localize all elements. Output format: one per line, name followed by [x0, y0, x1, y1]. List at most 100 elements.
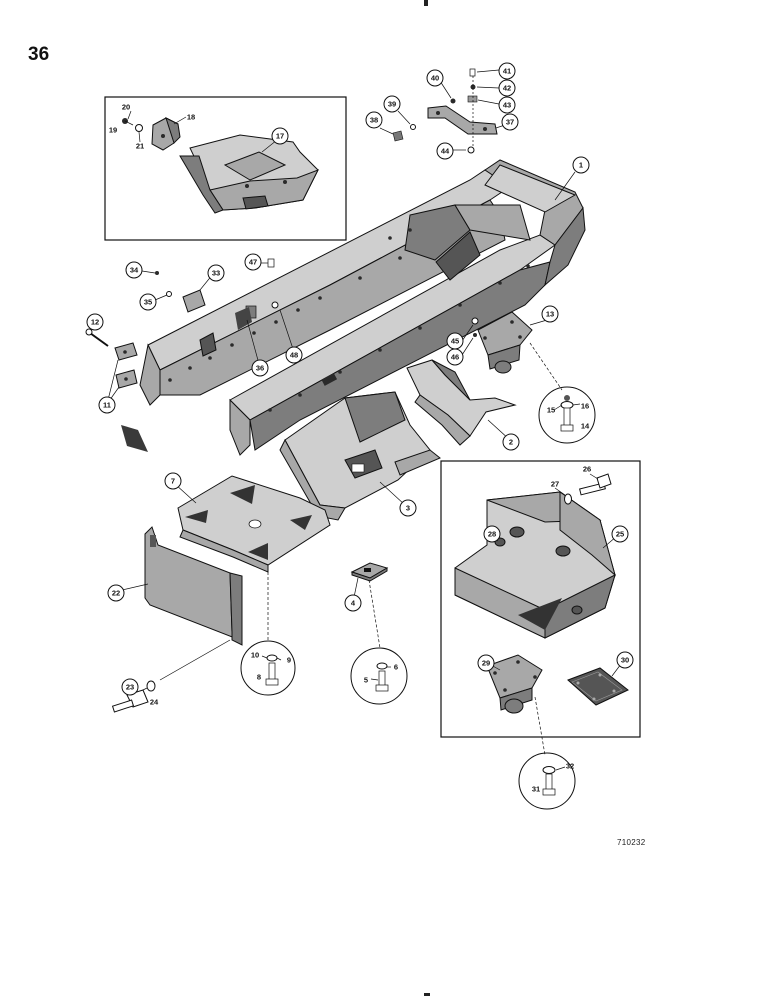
plate-part-4 [350, 562, 389, 582]
label-6: 6 [394, 663, 398, 672]
callout-25: 25 [611, 525, 629, 543]
detail-circle-31-32 [518, 752, 576, 810]
svg-text:4: 4 [351, 599, 356, 608]
callout-17: 17 [271, 127, 289, 145]
callout-1: 1 [572, 156, 590, 174]
svg-text:39: 39 [388, 100, 396, 109]
svg-text:28: 28 [488, 530, 496, 539]
label-9: 9 [287, 656, 291, 665]
svg-text:12: 12 [91, 318, 99, 327]
callout-42: 42 [498, 79, 516, 97]
svg-text:1: 1 [579, 161, 583, 170]
callout-2: 2 [502, 433, 520, 451]
svg-text:34: 34 [130, 266, 139, 275]
label-8: 8 [257, 673, 261, 682]
svg-text:3: 3 [406, 504, 410, 513]
svg-text:43: 43 [503, 101, 511, 110]
plate-part-30 [567, 667, 629, 706]
label-31: 31 [532, 785, 540, 794]
mount-part-29 [486, 654, 543, 714]
bracket-part-37 [427, 105, 498, 135]
svg-text:47: 47 [249, 258, 257, 267]
guard-part-22 [144, 526, 243, 646]
svg-text:36: 36 [256, 364, 264, 373]
counterweight-part-25 [454, 491, 616, 639]
figure-code: 710232 [617, 838, 646, 847]
callout-41: 41 [498, 62, 516, 80]
bracket-part-11 [114, 342, 138, 389]
svg-text:11: 11 [103, 401, 111, 410]
callout-43: 43 [498, 96, 516, 114]
callout-29: 29 [477, 654, 495, 672]
label-18: 18 [187, 113, 195, 122]
svg-text:2: 2 [509, 438, 513, 447]
callout-45: 45 [446, 332, 464, 350]
label-15: 15 [547, 406, 555, 415]
callout-47: 47 [244, 253, 262, 271]
svg-text:17: 17 [276, 132, 284, 141]
svg-text:33: 33 [212, 269, 220, 278]
callout-37: 37 [501, 113, 519, 131]
svg-text:45: 45 [451, 337, 459, 346]
label-16: 16 [581, 402, 589, 411]
fasteners-38-44 [392, 68, 478, 154]
shield-part-17 [179, 134, 320, 214]
callout-11: 11 [98, 396, 116, 414]
callout-39: 39 [383, 95, 401, 113]
label-19: 19 [109, 126, 117, 135]
support-part-2 [406, 359, 517, 446]
callout-4: 4 [344, 594, 362, 612]
label-24: 24 [150, 698, 159, 707]
callout-34: 34 [125, 261, 143, 279]
svg-text:29: 29 [482, 659, 490, 668]
label-27: 27 [551, 480, 559, 489]
svg-text:7: 7 [171, 477, 175, 486]
label-32: 32 [566, 762, 574, 771]
svg-text:38: 38 [370, 116, 378, 125]
callout-28: 28 [483, 525, 501, 543]
label-20: 20 [122, 103, 130, 112]
bottom-edge-mark [424, 993, 430, 996]
label-14: 14 [581, 422, 590, 431]
bracket-part-18 [151, 117, 181, 151]
svg-text:46: 46 [451, 353, 459, 362]
callout-13: 13 [541, 305, 559, 323]
svg-text:23: 23 [126, 683, 134, 692]
svg-text:13: 13 [546, 310, 554, 319]
svg-text:42: 42 [503, 84, 511, 93]
callout-12: 12 [86, 313, 104, 331]
callout-38: 38 [365, 111, 383, 129]
svg-text:40: 40 [431, 74, 439, 83]
callout-48: 48 [285, 346, 303, 364]
page-number: 36 [28, 44, 50, 65]
callout-3: 3 [399, 499, 417, 517]
callout-33: 33 [207, 264, 225, 282]
detail-circle-8-10 [240, 640, 296, 696]
fasteners-34-36-47-48 [155, 258, 279, 330]
inset-box-top-left [104, 96, 347, 241]
svg-text:25: 25 [616, 530, 624, 539]
callout-44: 44 [436, 142, 454, 160]
label-10: 10 [251, 651, 259, 660]
svg-text:30: 30 [621, 656, 629, 665]
plate-part-7 [177, 475, 331, 573]
reference-mark-triangle [121, 425, 148, 452]
mount-part-13 [471, 311, 533, 374]
top-edge-mark [424, 0, 428, 6]
label-26: 26 [583, 465, 591, 474]
svg-text:35: 35 [144, 298, 152, 307]
fasteners-26-28 [494, 473, 612, 547]
callout-23: 23 [121, 678, 139, 696]
fasteners-19-21 [122, 118, 143, 132]
inset-box-right [440, 460, 641, 738]
svg-text:44: 44 [441, 147, 450, 156]
svg-text:48: 48 [290, 351, 298, 360]
callout-35: 35 [139, 293, 157, 311]
callout-22: 22 [107, 584, 125, 602]
label-21: 21 [136, 142, 144, 151]
pin-part-12 [85, 328, 109, 347]
svg-text:41: 41 [503, 67, 511, 76]
callout-36: 36 [251, 359, 269, 377]
